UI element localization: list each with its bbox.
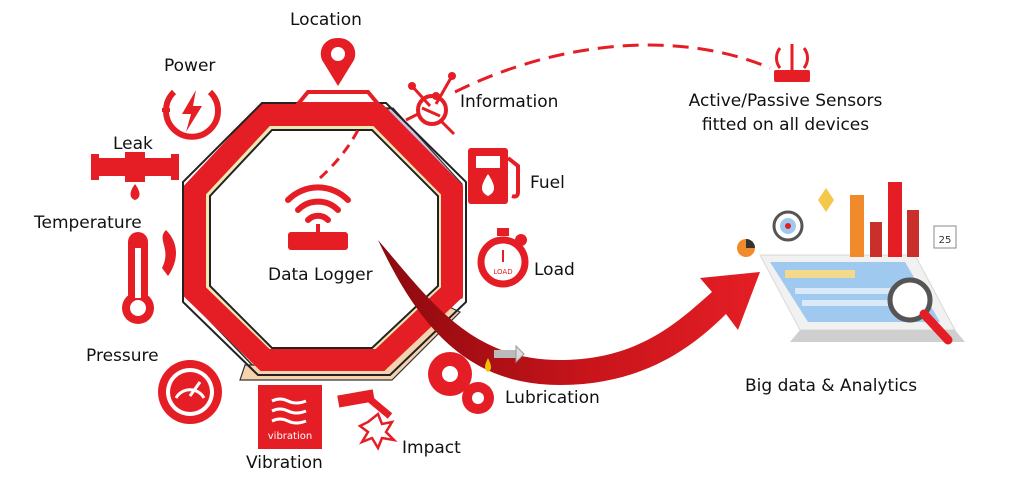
sensor-label-power: Power [164, 56, 216, 76]
sensor-label-fuel: Fuel [530, 173, 565, 193]
dashed-link-remote [454, 43, 771, 94]
gears-oil-icon [428, 344, 525, 414]
load-icon-text: LOAD [493, 268, 512, 276]
dashed-link-center [318, 129, 360, 180]
router-icon [285, 184, 351, 250]
thermometer-icon [122, 230, 176, 324]
leaking-pipe-icon [91, 152, 179, 200]
sensor-label-location: Location [290, 10, 362, 30]
pressure-gauge-icon [158, 360, 222, 424]
network-icon [405, 72, 456, 136]
ring-outer-border [182, 102, 467, 376]
sensor-label-leak: Leak [113, 134, 153, 154]
center-label: Data Logger [268, 265, 373, 285]
ring-red-band [184, 104, 463, 371]
sensor-label-impact: Impact [402, 438, 461, 458]
vibration-icon: vibration [258, 385, 322, 449]
sensor-label-lubrication: Lubrication [505, 388, 600, 408]
sensor-label-pressure: Pressure [86, 346, 159, 366]
wireless-router-icon [774, 44, 810, 82]
sensor-label-temperature: Temperature [34, 213, 142, 233]
hammer-icon [337, 389, 398, 451]
sensor-label-load: Load [534, 260, 575, 280]
remote-label-line2: fitted on all devices [701, 115, 870, 135]
remote-label-line1: Active/Passive Sensors [688, 91, 883, 111]
laptop-analytics-icon: 25 [737, 182, 965, 345]
sensor-label-vibration: Vibration [246, 453, 323, 473]
vibration-icon-text: vibration [268, 431, 312, 442]
map-pin-icon [293, 38, 383, 106]
stopwatch-icon: LOAD [477, 228, 529, 288]
calendar-icon-text: 25 [939, 235, 952, 246]
flow-arrow [378, 240, 760, 385]
fuel-pump-icon [468, 148, 520, 204]
sensor-label-information: Information [460, 92, 559, 112]
power-icon [162, 89, 221, 140]
analytics-label: Big data & Analytics [745, 376, 918, 396]
